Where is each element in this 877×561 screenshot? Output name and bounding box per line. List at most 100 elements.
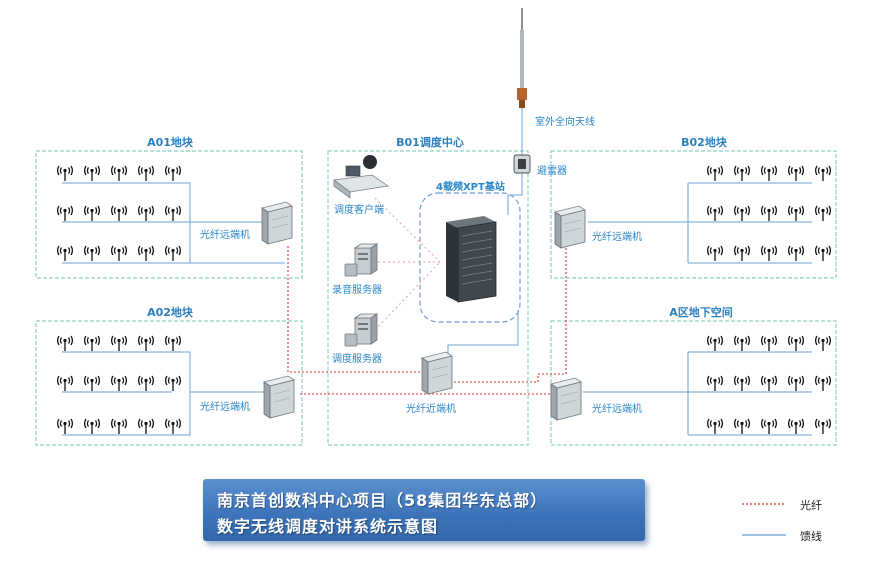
indoor-antenna-icon bbox=[733, 335, 751, 352]
indoor-antenna-icon bbox=[110, 205, 128, 222]
indoor-antenna-icon bbox=[760, 165, 778, 182]
indoor-antenna-icon bbox=[164, 205, 182, 222]
outdoor-antenna-icon bbox=[517, 8, 527, 108]
zone-a01-box bbox=[35, 150, 303, 279]
remote-unit-label: 光纤远端机 bbox=[200, 230, 250, 241]
indoor-antenna-icon bbox=[760, 335, 778, 352]
indoor-antenna-icon bbox=[110, 418, 128, 435]
base-station-enclosure bbox=[419, 192, 521, 323]
indoor-antenna-icon bbox=[83, 165, 101, 182]
lightning-arrester-label: 避雷器 bbox=[537, 166, 567, 177]
indoor-antenna-icon bbox=[56, 165, 74, 182]
zone-label-a02: A02地块 bbox=[147, 306, 193, 319]
indoor-antenna-icon bbox=[706, 245, 724, 262]
remote-unit-label: 光纤远端机 bbox=[592, 404, 642, 415]
indoor-antenna-icon bbox=[56, 418, 74, 435]
indoor-antenna-icon bbox=[706, 335, 724, 352]
dispatch-server-icon bbox=[344, 313, 378, 347]
data-links bbox=[374, 197, 441, 331]
antenna-group-a02 bbox=[56, 335, 182, 435]
recording-server-icon bbox=[344, 243, 378, 277]
zone-label-b01: B01调度中心 bbox=[396, 136, 464, 149]
indoor-antenna-icon bbox=[814, 245, 832, 262]
indoor-antenna-icon bbox=[787, 375, 805, 392]
antenna-group-b02 bbox=[706, 165, 832, 262]
indoor-antenna-icon bbox=[814, 205, 832, 222]
indoor-antenna-icon bbox=[164, 165, 182, 182]
indoor-antenna-icon bbox=[56, 335, 74, 352]
indoor-antenna-icon bbox=[137, 335, 155, 352]
indoor-antenna-icon bbox=[137, 375, 155, 392]
indoor-antenna-icon bbox=[760, 205, 778, 222]
indoor-antenna-icon bbox=[164, 375, 182, 392]
indoor-antenna-icon bbox=[56, 205, 74, 222]
zone-b02-box bbox=[550, 150, 837, 279]
indoor-antenna-icon bbox=[110, 335, 128, 352]
indoor-antenna-icon bbox=[164, 245, 182, 262]
indoor-antenna-icon bbox=[706, 418, 724, 435]
remote-unit-icon bbox=[554, 205, 586, 249]
indoor-antenna-icon bbox=[733, 205, 751, 222]
dispatch-server-label: 调度服务器 bbox=[332, 354, 382, 365]
indoor-antenna-icon bbox=[110, 245, 128, 262]
diagram-title-line1: 南京首创数科中心项目（58集团华东总部） bbox=[217, 491, 548, 510]
indoor-antenna-icon bbox=[56, 375, 74, 392]
indoor-antenna-icon bbox=[137, 245, 155, 262]
indoor-antenna-icon bbox=[83, 245, 101, 262]
indoor-antenna-icon bbox=[137, 418, 155, 435]
indoor-antenna-icon bbox=[814, 165, 832, 182]
legend-feeder-label: 馈线 bbox=[800, 530, 822, 543]
indoor-antenna-icon bbox=[787, 245, 805, 262]
indoor-antenna-icon bbox=[164, 335, 182, 352]
legend-fiber-label: 光纤 bbox=[800, 499, 822, 512]
zone-b01-box bbox=[327, 150, 529, 446]
zone-a02-box bbox=[35, 320, 303, 446]
indoor-antenna-icon bbox=[83, 335, 101, 352]
indoor-antenna-icon bbox=[137, 205, 155, 222]
indoor-antenna-icon bbox=[787, 165, 805, 182]
indoor-antenna-icon bbox=[110, 375, 128, 392]
antenna-group-a-underground bbox=[706, 335, 832, 435]
remote-unit-label: 光纤远端机 bbox=[592, 232, 642, 243]
indoor-antenna-icon bbox=[733, 418, 751, 435]
indoor-antenna-icon bbox=[760, 245, 778, 262]
recording-server-label: 录音服务器 bbox=[332, 285, 382, 296]
indoor-antenna-icon bbox=[110, 165, 128, 182]
zone-label-a01: A01地块 bbox=[147, 136, 193, 149]
zone-label-a-underground: A区地下空间 bbox=[669, 306, 733, 319]
lightning-arrester-icon bbox=[513, 154, 531, 174]
dispatch-client-label: 调度客户端 bbox=[334, 205, 384, 216]
near-unit-label: 光纤近端机 bbox=[406, 404, 456, 415]
feeder-lines bbox=[62, 108, 812, 436]
indoor-antenna-icon bbox=[760, 375, 778, 392]
indoor-antenna-icon bbox=[733, 165, 751, 182]
indoor-antenna-icon bbox=[760, 418, 778, 435]
indoor-antenna-icon bbox=[83, 205, 101, 222]
remote-unit-label: 光纤远端机 bbox=[200, 402, 250, 413]
indoor-antenna-icon bbox=[814, 335, 832, 352]
remote-unit-icon bbox=[550, 377, 582, 421]
indoor-antenna-icon bbox=[83, 418, 101, 435]
remote-unit-icon bbox=[263, 375, 295, 419]
indoor-antenna-icon bbox=[137, 165, 155, 182]
near-unit-icon bbox=[421, 351, 453, 395]
diagram-title-line2: 数字无线调度对讲系统示意图 bbox=[217, 517, 439, 536]
indoor-antenna-icon bbox=[814, 375, 832, 392]
indoor-antenna-icon bbox=[787, 205, 805, 222]
remote-unit-icon bbox=[261, 201, 293, 245]
base-station-label: 4载频XPT基站 bbox=[436, 182, 505, 193]
indoor-antenna-icon bbox=[787, 418, 805, 435]
indoor-antenna-icon bbox=[706, 205, 724, 222]
indoor-antenna-icon bbox=[706, 165, 724, 182]
dispatch-client-icon bbox=[332, 155, 390, 199]
indoor-antenna-icon bbox=[83, 375, 101, 392]
zone-label-b02: B02地块 bbox=[681, 136, 727, 149]
zone-a-underground-box bbox=[550, 320, 837, 446]
diagram-title-box: 南京首创数科中心项目（58集团华东总部） 数字无线调度对讲系统示意图 bbox=[203, 479, 645, 541]
outdoor-antenna-label: 室外全向天线 bbox=[535, 117, 595, 128]
indoor-antenna-icon bbox=[706, 375, 724, 392]
indoor-antenna-icon bbox=[164, 418, 182, 435]
indoor-antenna-icon bbox=[787, 335, 805, 352]
base-station-rack-icon bbox=[446, 216, 497, 303]
